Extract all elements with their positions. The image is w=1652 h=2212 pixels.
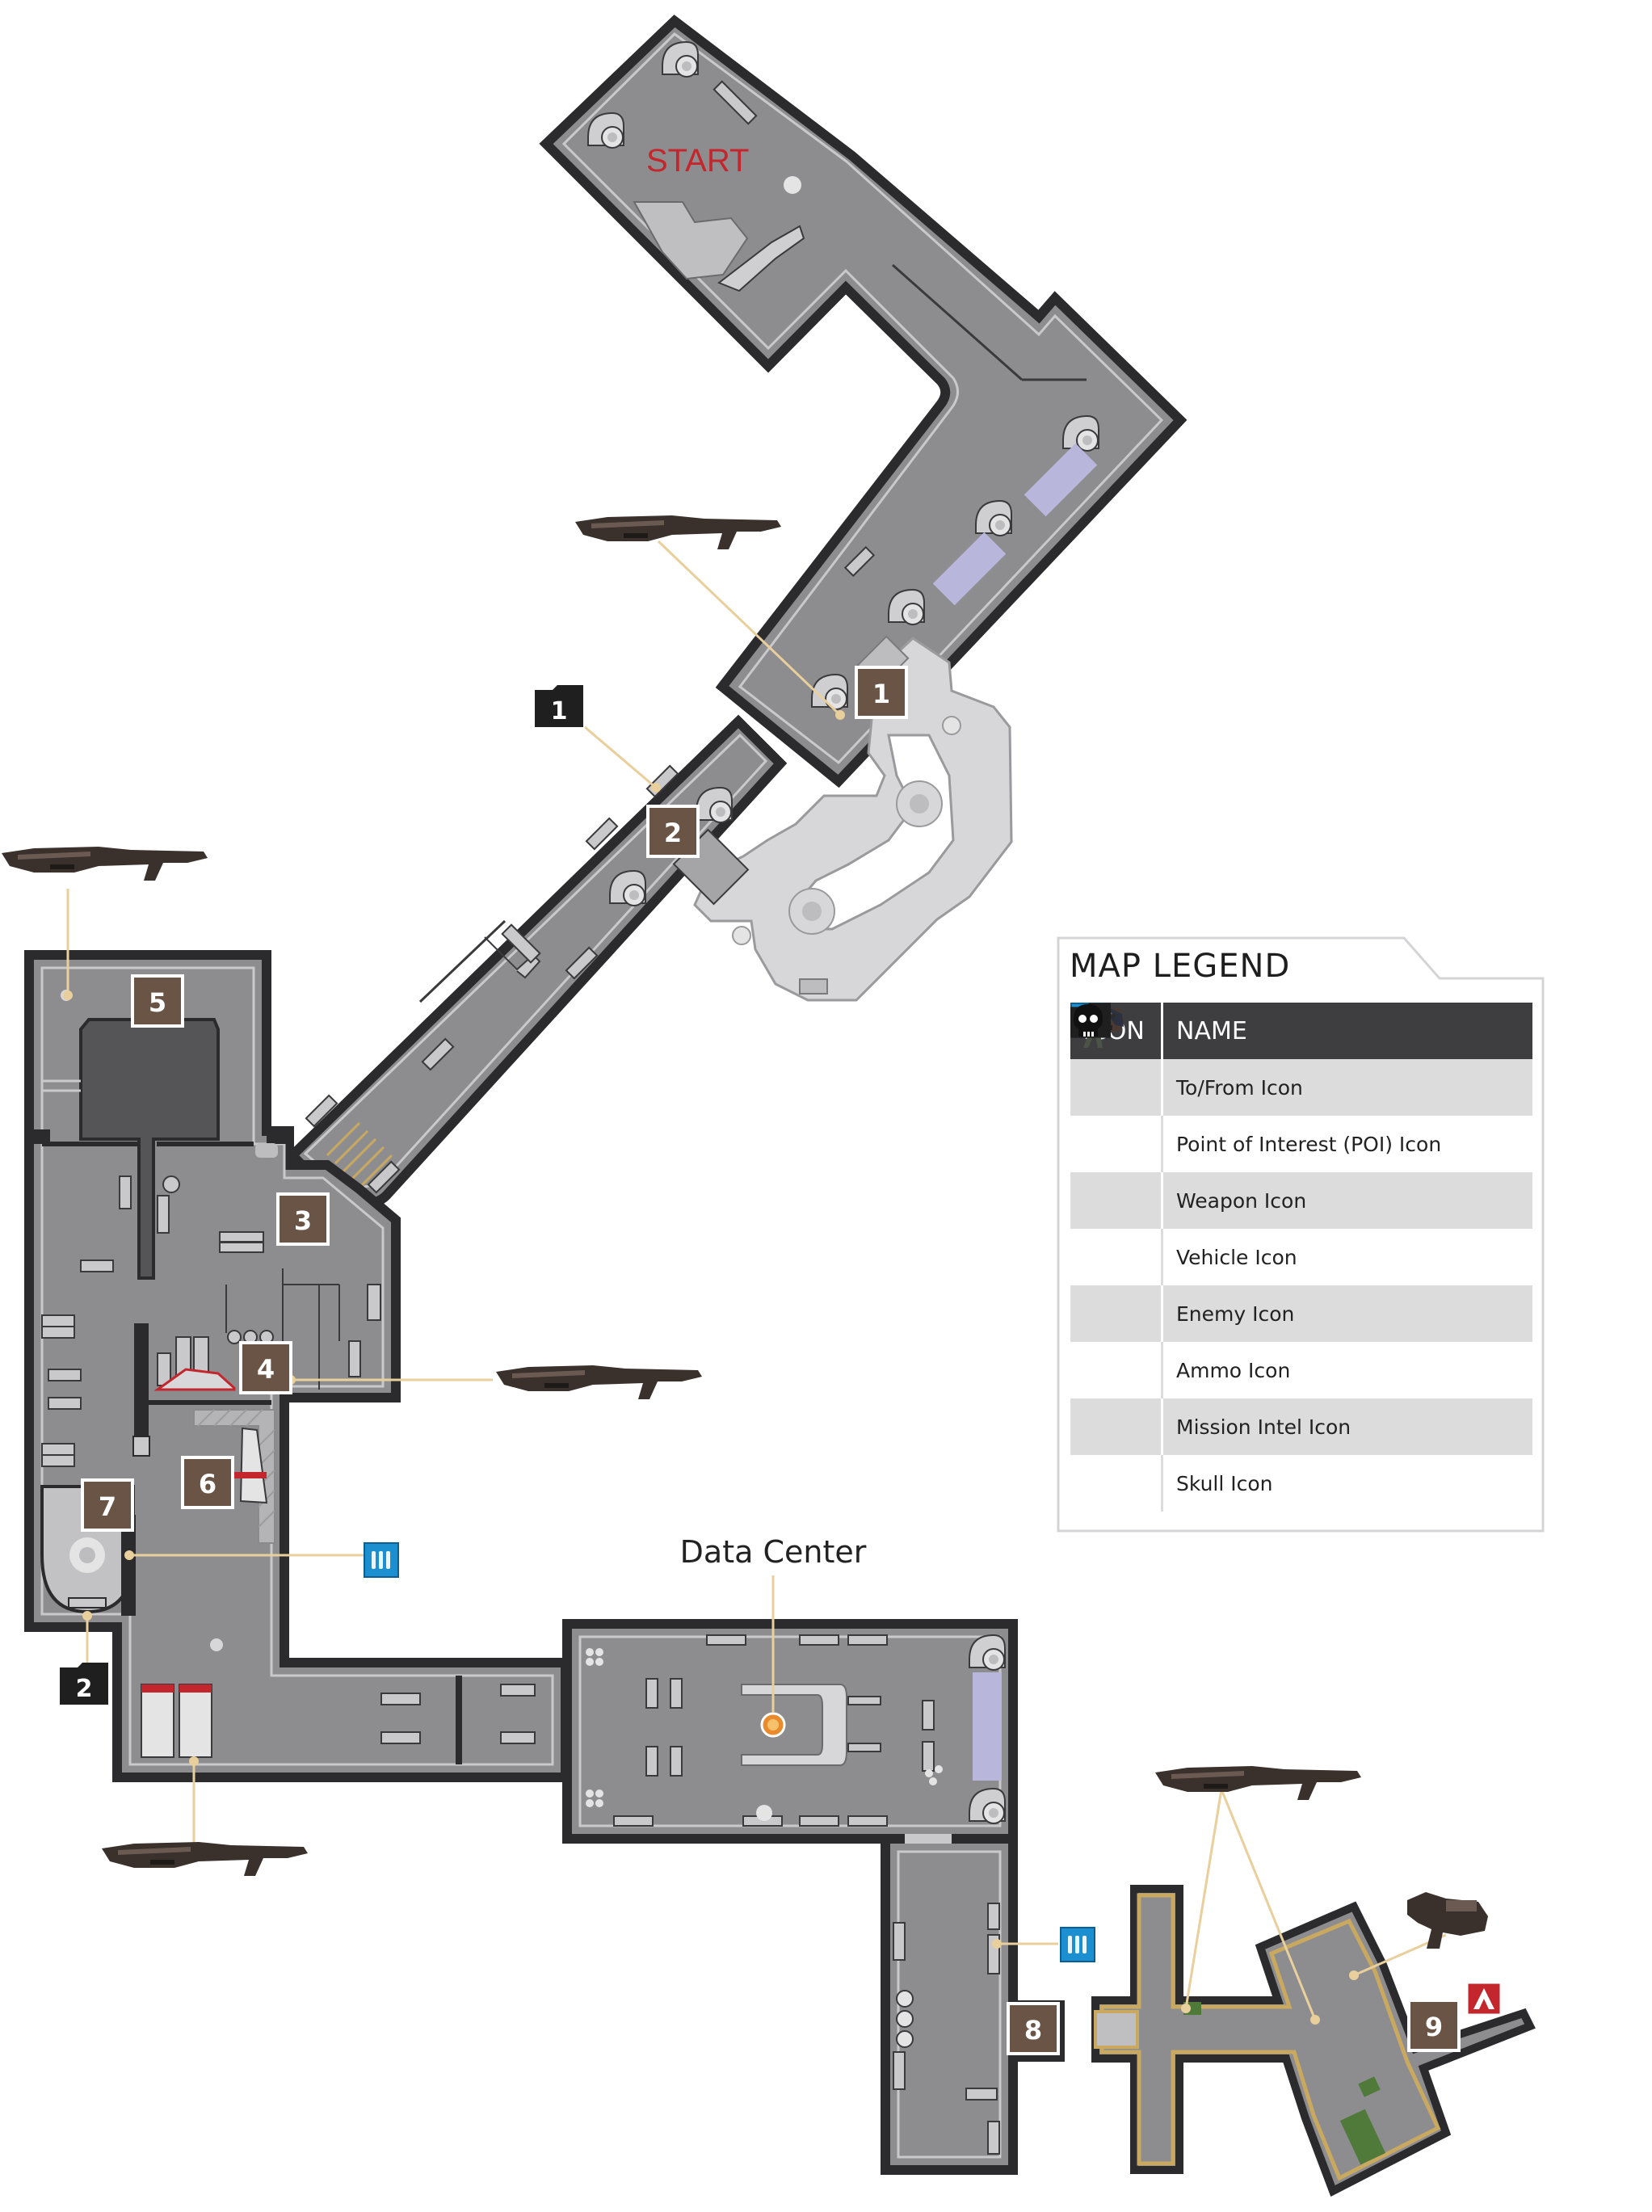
svg-text:1: 1 [551, 697, 568, 725]
skull-icon [1074, 1004, 1103, 1037]
legend-label: Skull Icon [1162, 1455, 1532, 1512]
svg-text:9: 9 [1425, 2012, 1443, 2042]
svg-text:1: 1 [872, 679, 890, 709]
outdoor-platform [693, 637, 1013, 1002]
legend-row: Vehicle Icon [1070, 1007, 1532, 1285]
weapon-icon[interactable] [575, 515, 781, 549]
weapon-icon[interactable] [1407, 1892, 1488, 1949]
legend-row: To/From Icon [1070, 1003, 1532, 1116]
legend-row: Enemy Icon [1070, 1006, 1532, 1342]
poi-marker-1[interactable]: 1 [855, 666, 908, 719]
to-from-icon[interactable] [1465, 1981, 1503, 2016]
svg-text:3: 3 [294, 1205, 312, 1236]
legend-row: Skull Icon [1070, 1004, 1532, 1512]
weapon-icon[interactable] [2, 847, 208, 881]
svg-text:5: 5 [149, 987, 166, 1018]
legend-label: Weapon Icon [1162, 1172, 1532, 1229]
ammo-icon[interactable] [364, 1542, 399, 1578]
legend-title: MAP LEGEND [1070, 948, 1291, 985]
poi-marker-5[interactable]: 5 [131, 974, 184, 1028]
poi-marker-9[interactable]: 9 [1407, 1999, 1461, 2052]
poi-marker-2[interactable]: 2 [646, 805, 700, 858]
legend-label: Enemy Icon [1162, 1285, 1532, 1342]
legend-label: Vehicle Icon [1162, 1229, 1532, 1285]
weapon-icon[interactable] [496, 1365, 702, 1399]
poi-marker-6[interactable]: 6 [181, 1456, 234, 1509]
legend-label: Ammo Icon [1162, 1342, 1532, 1398]
weapon-icon[interactable] [102, 1842, 308, 1876]
map-legend: MAP LEGEND ICON NAME To/From Icon 5 Poin… [1050, 931, 1551, 1539]
extraction-area-floor [1091, 1885, 1536, 2197]
poi-marker-7[interactable]: 7 [81, 1478, 134, 1532]
poi-marker-3[interactable]: 3 [276, 1192, 330, 1246]
poi-marker-8[interactable]: 8 [1007, 2002, 1060, 2055]
svg-text:8: 8 [1024, 2015, 1042, 2046]
hazard-stripes [326, 1121, 393, 1189]
weapon-icon[interactable] [1155, 1766, 1361, 1800]
svg-text:7: 7 [99, 1491, 116, 1522]
svg-text:2: 2 [664, 818, 682, 848]
legend-label: To/From Icon [1162, 1059, 1532, 1116]
legend-table: ICON NAME To/From Icon 5 Point of Intere… [1070, 1003, 1532, 1512]
legend-row: Weapon Icon [1070, 1006, 1532, 1229]
data-center-label: Data Center [680, 1534, 867, 1570]
svg-text:6: 6 [199, 1469, 216, 1499]
south-corridor-floor [881, 1834, 1065, 2175]
legend-row: 5 Point of Interest (POI) Icon [1070, 1003, 1532, 1172]
mission-intel-icon[interactable]: 2 [60, 1663, 108, 1705]
svg-text:2: 2 [76, 1675, 93, 1703]
svg-text:4: 4 [257, 1354, 275, 1385]
mission-intel-icon[interactable]: 1 [535, 685, 583, 727]
legend-row: 1 Mission Intel Icon [1070, 1003, 1532, 1455]
start-label: START [646, 143, 749, 179]
data-center-room [562, 1619, 1018, 1844]
legend-row: Ammo Icon [1070, 1003, 1532, 1398]
leader-lines [66, 540, 1447, 2021]
legend-col-name: NAME [1162, 1003, 1532, 1059]
ammo-icon[interactable] [1060, 1927, 1095, 1962]
legend-label: Mission Intel Icon [1162, 1398, 1532, 1455]
north-wing-floor [539, 15, 1188, 788]
legend-label: Point of Interest (POI) Icon [1162, 1116, 1532, 1172]
poi-marker-4[interactable]: 4 [239, 1341, 292, 1394]
